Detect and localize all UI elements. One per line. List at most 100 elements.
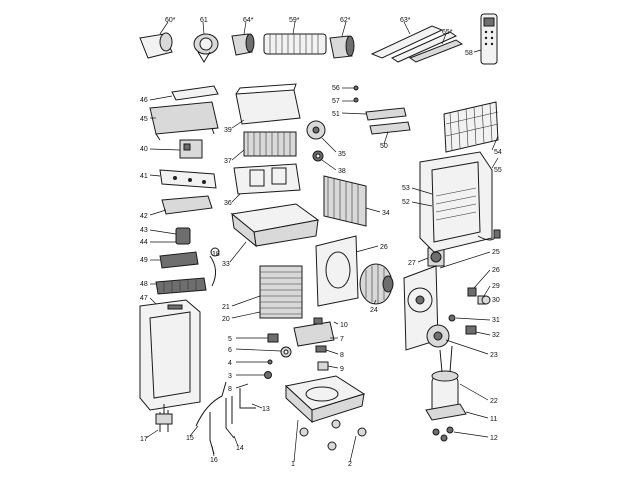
- part-16-discharge-pipe: [209, 412, 215, 457]
- label-58: 58: [465, 50, 473, 57]
- label-11: 11: [490, 416, 497, 423]
- part-20-coil-frame: [231, 311, 261, 319]
- part-3-bushing: [236, 371, 272, 379]
- part-41-control-panel: [149, 169, 217, 189]
- label-64: 64*: [243, 17, 254, 24]
- part-13-pipe-bend: [239, 388, 263, 409]
- label-1: 1: [291, 461, 295, 468]
- part-63-window-slide-kit: [370, 21, 458, 63]
- label-21: 21: [222, 304, 230, 311]
- label-23: 23: [490, 352, 498, 359]
- part-51-louvre-blade: [341, 107, 407, 121]
- part-4-screw: [236, 359, 273, 365]
- part-52-power-cord: [411, 201, 501, 241]
- label-49: 49: [140, 257, 148, 264]
- part-53-rear-cabinet: [411, 151, 493, 253]
- part-58-remote-control: [473, 13, 498, 65]
- label-30: 30: [492, 297, 500, 304]
- part-1-base-chassis: [284, 375, 366, 463]
- part-35-louvre-motor: [306, 120, 337, 153]
- label-14: 14: [236, 445, 244, 452]
- part-40-control-board: [149, 139, 203, 159]
- part-57-screw: [342, 97, 359, 103]
- part-24-blower-wheel: [359, 263, 394, 305]
- label-26-shroud: 26: [380, 244, 388, 251]
- label-60: 60*: [165, 17, 176, 24]
- label-2: 2: [348, 461, 352, 468]
- label-18: 18: [212, 251, 220, 258]
- label-45: 45: [140, 116, 148, 123]
- part-6-washer: [235, 346, 292, 358]
- label-22: 22: [490, 398, 498, 405]
- label-43: 43: [140, 227, 148, 234]
- label-61: 61: [200, 17, 208, 24]
- part-18-thermistor: [209, 247, 220, 287]
- part-48-top-louvre: [150, 277, 207, 295]
- part-17-pipe-assembly: [145, 404, 173, 439]
- label-31: 31: [492, 317, 500, 324]
- part-12-rubber-feet: [432, 426, 489, 442]
- label-16: 16: [210, 457, 218, 464]
- part-14-suction-pipe: [225, 396, 239, 447]
- label-5: 5: [228, 336, 232, 343]
- part-9-cap: [317, 361, 339, 371]
- label-3: 3: [228, 373, 232, 380]
- label-39: 39: [224, 127, 232, 134]
- part-5-valve: [236, 333, 279, 343]
- part-36-frame-bracket: [231, 163, 301, 203]
- label-56: 56: [332, 85, 340, 92]
- part-45-top-grille-tray: [149, 101, 219, 141]
- part-31-grommet: [448, 314, 491, 322]
- label-17: 17: [140, 436, 148, 443]
- label-46: 46: [140, 97, 148, 104]
- part-39-rear-top-cover: [231, 83, 301, 129]
- part-34-evaporator-coil: [323, 175, 381, 227]
- label-65: 65*: [442, 29, 453, 36]
- label-24: 24: [370, 307, 378, 314]
- part-55-filter-clip: [491, 157, 499, 169]
- label-51: 51: [332, 111, 340, 118]
- part-15-capillary-tube: [189, 381, 227, 437]
- part-30-drain-cap: [481, 295, 491, 305]
- label-62: 62*: [340, 17, 351, 24]
- label-6: 6: [228, 347, 232, 354]
- label-52: 52: [402, 199, 410, 206]
- part-46-top-cover-strip: [149, 85, 219, 101]
- label-27: 27: [408, 260, 416, 267]
- label-54: 54: [494, 149, 502, 156]
- label-36: 36: [224, 200, 232, 207]
- part-64-adapter-ring: [231, 21, 255, 56]
- label-50: 50: [380, 143, 388, 150]
- part-labels: 60* 61 64* 59* 62* 63* 65* 58 46 45 40 4…: [140, 17, 502, 468]
- part-56-screw: [342, 85, 359, 91]
- part-61-hose-connector: [193, 21, 219, 63]
- label-9: 9: [340, 366, 344, 373]
- part-49-display-pcb: [150, 251, 199, 269]
- label-48: 48: [140, 281, 148, 288]
- label-35: 35: [338, 151, 346, 158]
- part-23-fan-motor: [426, 324, 489, 355]
- part-43-sensor-housing: [149, 227, 191, 245]
- part-38-bearing: [312, 150, 337, 171]
- label-37: 37: [224, 158, 232, 165]
- part-22-compressor: [431, 345, 489, 417]
- part-2-casters: [299, 419, 367, 463]
- label-47: 47: [140, 295, 148, 302]
- part-62-hose-end: [329, 21, 355, 59]
- label-4: 4: [228, 360, 232, 367]
- part-60-window-adapter: [139, 21, 173, 59]
- label-42: 42: [140, 213, 148, 220]
- part-8b-bracket: [235, 383, 249, 389]
- label-63: 63*: [400, 17, 411, 24]
- label-15: 15: [186, 435, 194, 442]
- label-33: 33: [222, 261, 230, 268]
- part-37-evaporator-grille: [231, 131, 297, 161]
- label-41: 41: [140, 173, 148, 180]
- part-33-drain-pan: [229, 203, 320, 263]
- label-34: 34: [382, 210, 390, 217]
- label-12: 12: [490, 435, 498, 442]
- part-26-fan-shroud: [315, 235, 379, 307]
- part-8a-clamp: [315, 345, 339, 355]
- label-40: 40: [140, 146, 148, 153]
